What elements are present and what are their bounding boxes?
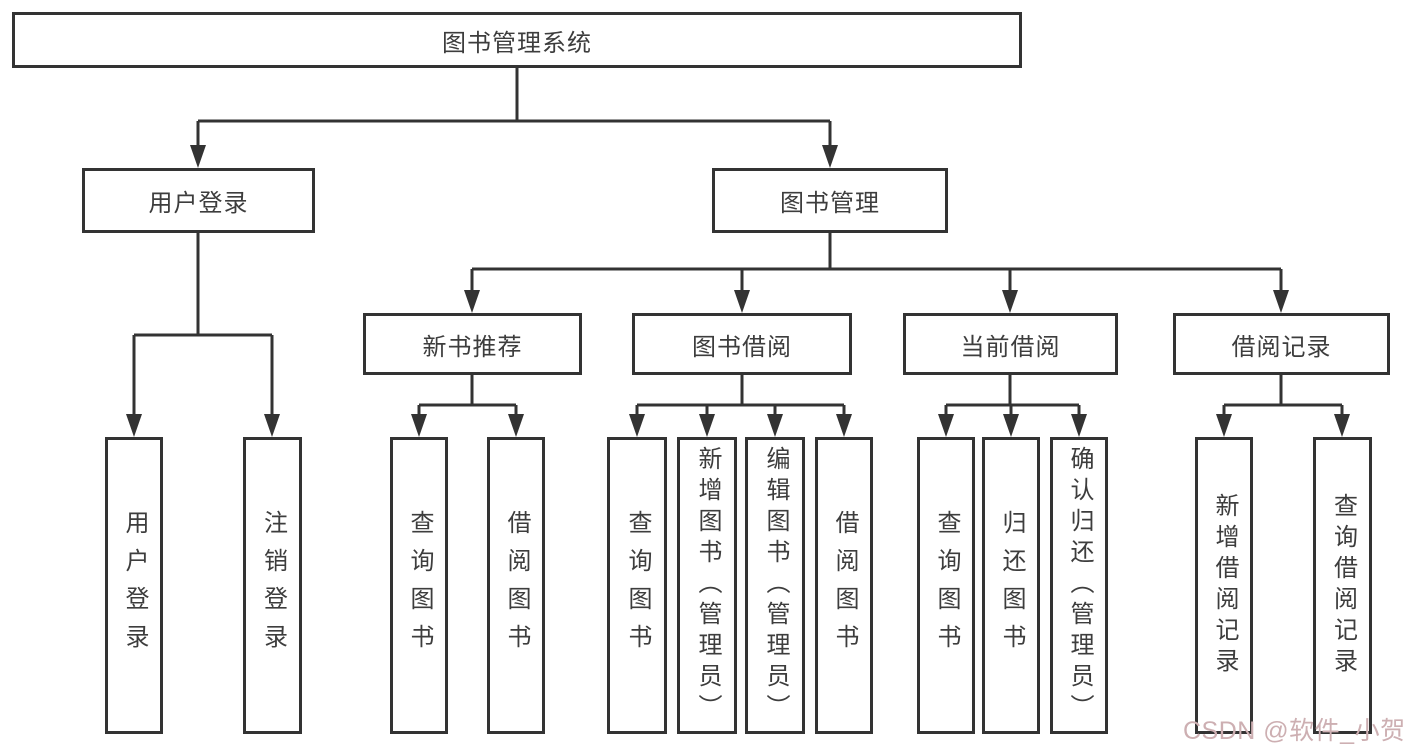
node-user-login-label: 用户登录 — [148, 190, 249, 217]
node-book-borrowing-label: 图书借阅 — [692, 333, 792, 361]
csdn-watermark: CSDN @软件_小贺同学 — [1183, 717, 1405, 745]
leaf-borrowing-edit-books-admin-label: 编辑图书（管理员） — [762, 446, 789, 725]
connector-book-mgmt-branch — [470, 233, 1283, 291]
leaf-records-query-record: 查询借阅记录 — [1313, 437, 1372, 734]
connector-user-login-branch — [132, 233, 274, 415]
leaf-logout-label: 注销登录 — [259, 509, 287, 662]
node-root-system: 图书管理系统 — [12, 12, 1022, 68]
leaf-recommend-borrow-books-label: 借阅图书 — [503, 509, 530, 662]
leaf-current-return-books-label: 归还图书 — [998, 509, 1025, 662]
node-user-login: 用户登录 — [82, 168, 315, 233]
connector-root-to-level2 — [196, 68, 832, 146]
leaf-borrowing-add-books-admin-label: 新增图书（管理员） — [694, 446, 721, 725]
node-borrow-records: 借阅记录 — [1173, 313, 1390, 375]
node-book-management: 图书管理 — [712, 168, 948, 233]
leaf-recommend-query-books: 查询图书 — [390, 437, 448, 734]
leaf-borrowing-borrow-books-label: 借阅图书 — [831, 509, 858, 662]
leaf-borrowing-edit-books-admin: 编辑图书（管理员） — [745, 437, 805, 734]
arrowheads — [126, 145, 1350, 437]
node-borrow-records-label: 借阅记录 — [1231, 333, 1332, 361]
leaf-current-confirm-return-admin-label: 确认归还（管理员） — [1066, 446, 1093, 725]
leaf-records-add-record-label: 新增借阅记录 — [1211, 492, 1238, 679]
leaf-current-confirm-return-admin: 确认归还（管理员） — [1050, 437, 1108, 734]
leaf-recommend-borrow-books: 借阅图书 — [487, 437, 545, 734]
node-book-borrowing: 图书借阅 — [632, 313, 852, 375]
leaf-recommend-query-books-label: 查询图书 — [406, 509, 433, 662]
leaf-borrowing-add-books-admin: 新增图书（管理员） — [677, 437, 737, 734]
connector-current-branch — [944, 375, 1081, 415]
connector-borrowing-branch — [635, 375, 846, 415]
node-current-borrowing-label: 当前借阅 — [960, 333, 1061, 361]
leaf-borrowing-borrow-books: 借阅图书 — [815, 437, 873, 734]
leaf-current-query-books: 查询图书 — [917, 437, 975, 734]
leaf-borrowing-query-books: 查询图书 — [607, 437, 667, 734]
leaf-records-add-record: 新增借阅记录 — [1195, 437, 1253, 734]
leaf-user-login: 用户登录 — [105, 437, 163, 734]
node-new-book-recommend-label: 新书推荐 — [422, 333, 523, 361]
leaf-current-query-books-label: 查询图书 — [933, 509, 960, 662]
leaf-logout: 注销登录 — [243, 437, 302, 734]
node-book-management-label: 图书管理 — [780, 190, 880, 217]
leaf-user-login-label: 用户登录 — [121, 509, 148, 662]
leaf-current-return-books: 归还图书 — [982, 437, 1040, 734]
leaf-records-query-record-label: 查询借阅记录 — [1329, 492, 1357, 679]
node-new-book-recommend: 新书推荐 — [363, 313, 582, 375]
connector-records-branch — [1222, 375, 1344, 415]
connector-recommend-branch — [417, 375, 518, 415]
leaf-borrowing-query-books-label: 查询图书 — [624, 509, 651, 662]
node-root-system-label: 图书管理系统 — [442, 29, 592, 57]
node-current-borrowing: 当前借阅 — [903, 313, 1118, 375]
